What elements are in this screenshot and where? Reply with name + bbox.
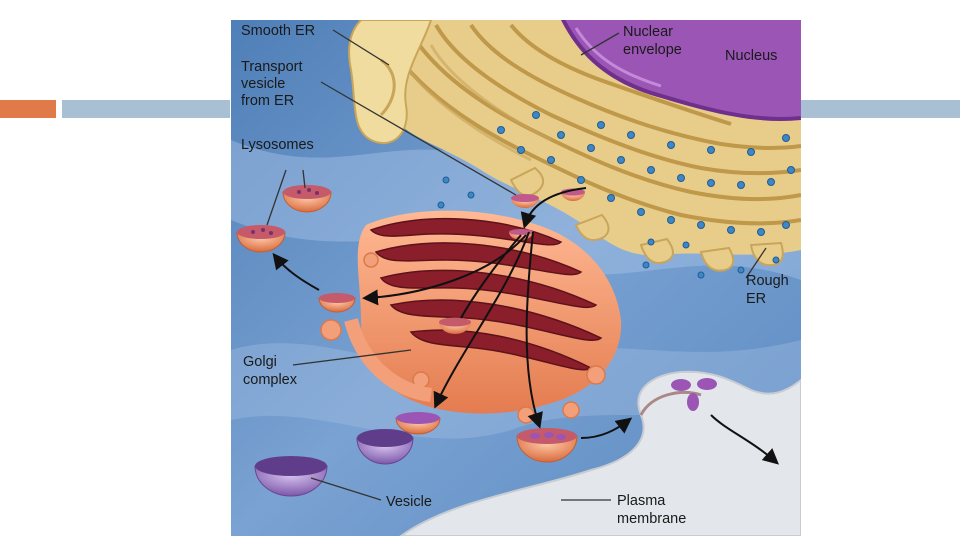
label-lysosomes: Lysosomes	[241, 137, 314, 153]
label-vesicle: Vesicle	[386, 494, 432, 510]
smooth-er	[348, 20, 433, 145]
rough-er	[361, 20, 801, 256]
vesicle	[254, 456, 328, 497]
ribosomes	[437, 111, 795, 279]
cell-secretion-diagram: Smooth ER Transport vesicle from ER Lyso…	[231, 20, 801, 536]
transport-vesicle	[511, 194, 539, 208]
secretory-vesicle	[395, 412, 441, 435]
nucleus	[561, 20, 801, 121]
title-accent-blue-bar-right	[800, 100, 960, 118]
budding-vesicle	[318, 293, 356, 313]
lysosome	[236, 225, 286, 253]
label-nuclear-envelope-1: Nuclear	[623, 24, 673, 40]
lysosome	[282, 185, 332, 213]
label-rough-er-1: Rough	[746, 273, 789, 289]
transport-arrows	[272, 187, 780, 465]
label-transport-vesicle-3: from ER	[241, 93, 294, 109]
vesicle	[356, 429, 414, 465]
label-smooth-er: Smooth ER	[241, 23, 315, 39]
label-golgi-1: Golgi	[243, 354, 277, 370]
label-transport-vesicle-1: Transport	[241, 59, 303, 75]
label-golgi-2: complex	[243, 372, 298, 388]
label-nuclear-envelope-2: envelope	[623, 42, 682, 58]
label-rough-er-2: ER	[746, 291, 766, 307]
label-plasma-membrane-2: membrane	[617, 511, 686, 527]
label-transport-vesicle-2: vesicle	[241, 76, 285, 92]
label-plasma-membrane-1: Plasma	[617, 493, 666, 509]
secreted-vesicle-contents	[671, 379, 691, 391]
label-nucleus: Nucleus	[725, 48, 777, 64]
title-accent-orange-bar	[0, 100, 56, 118]
plasma-membrane	[399, 370, 801, 536]
secretory-vesicle	[516, 428, 578, 463]
title-accent-blue-bar-left	[62, 100, 230, 118]
